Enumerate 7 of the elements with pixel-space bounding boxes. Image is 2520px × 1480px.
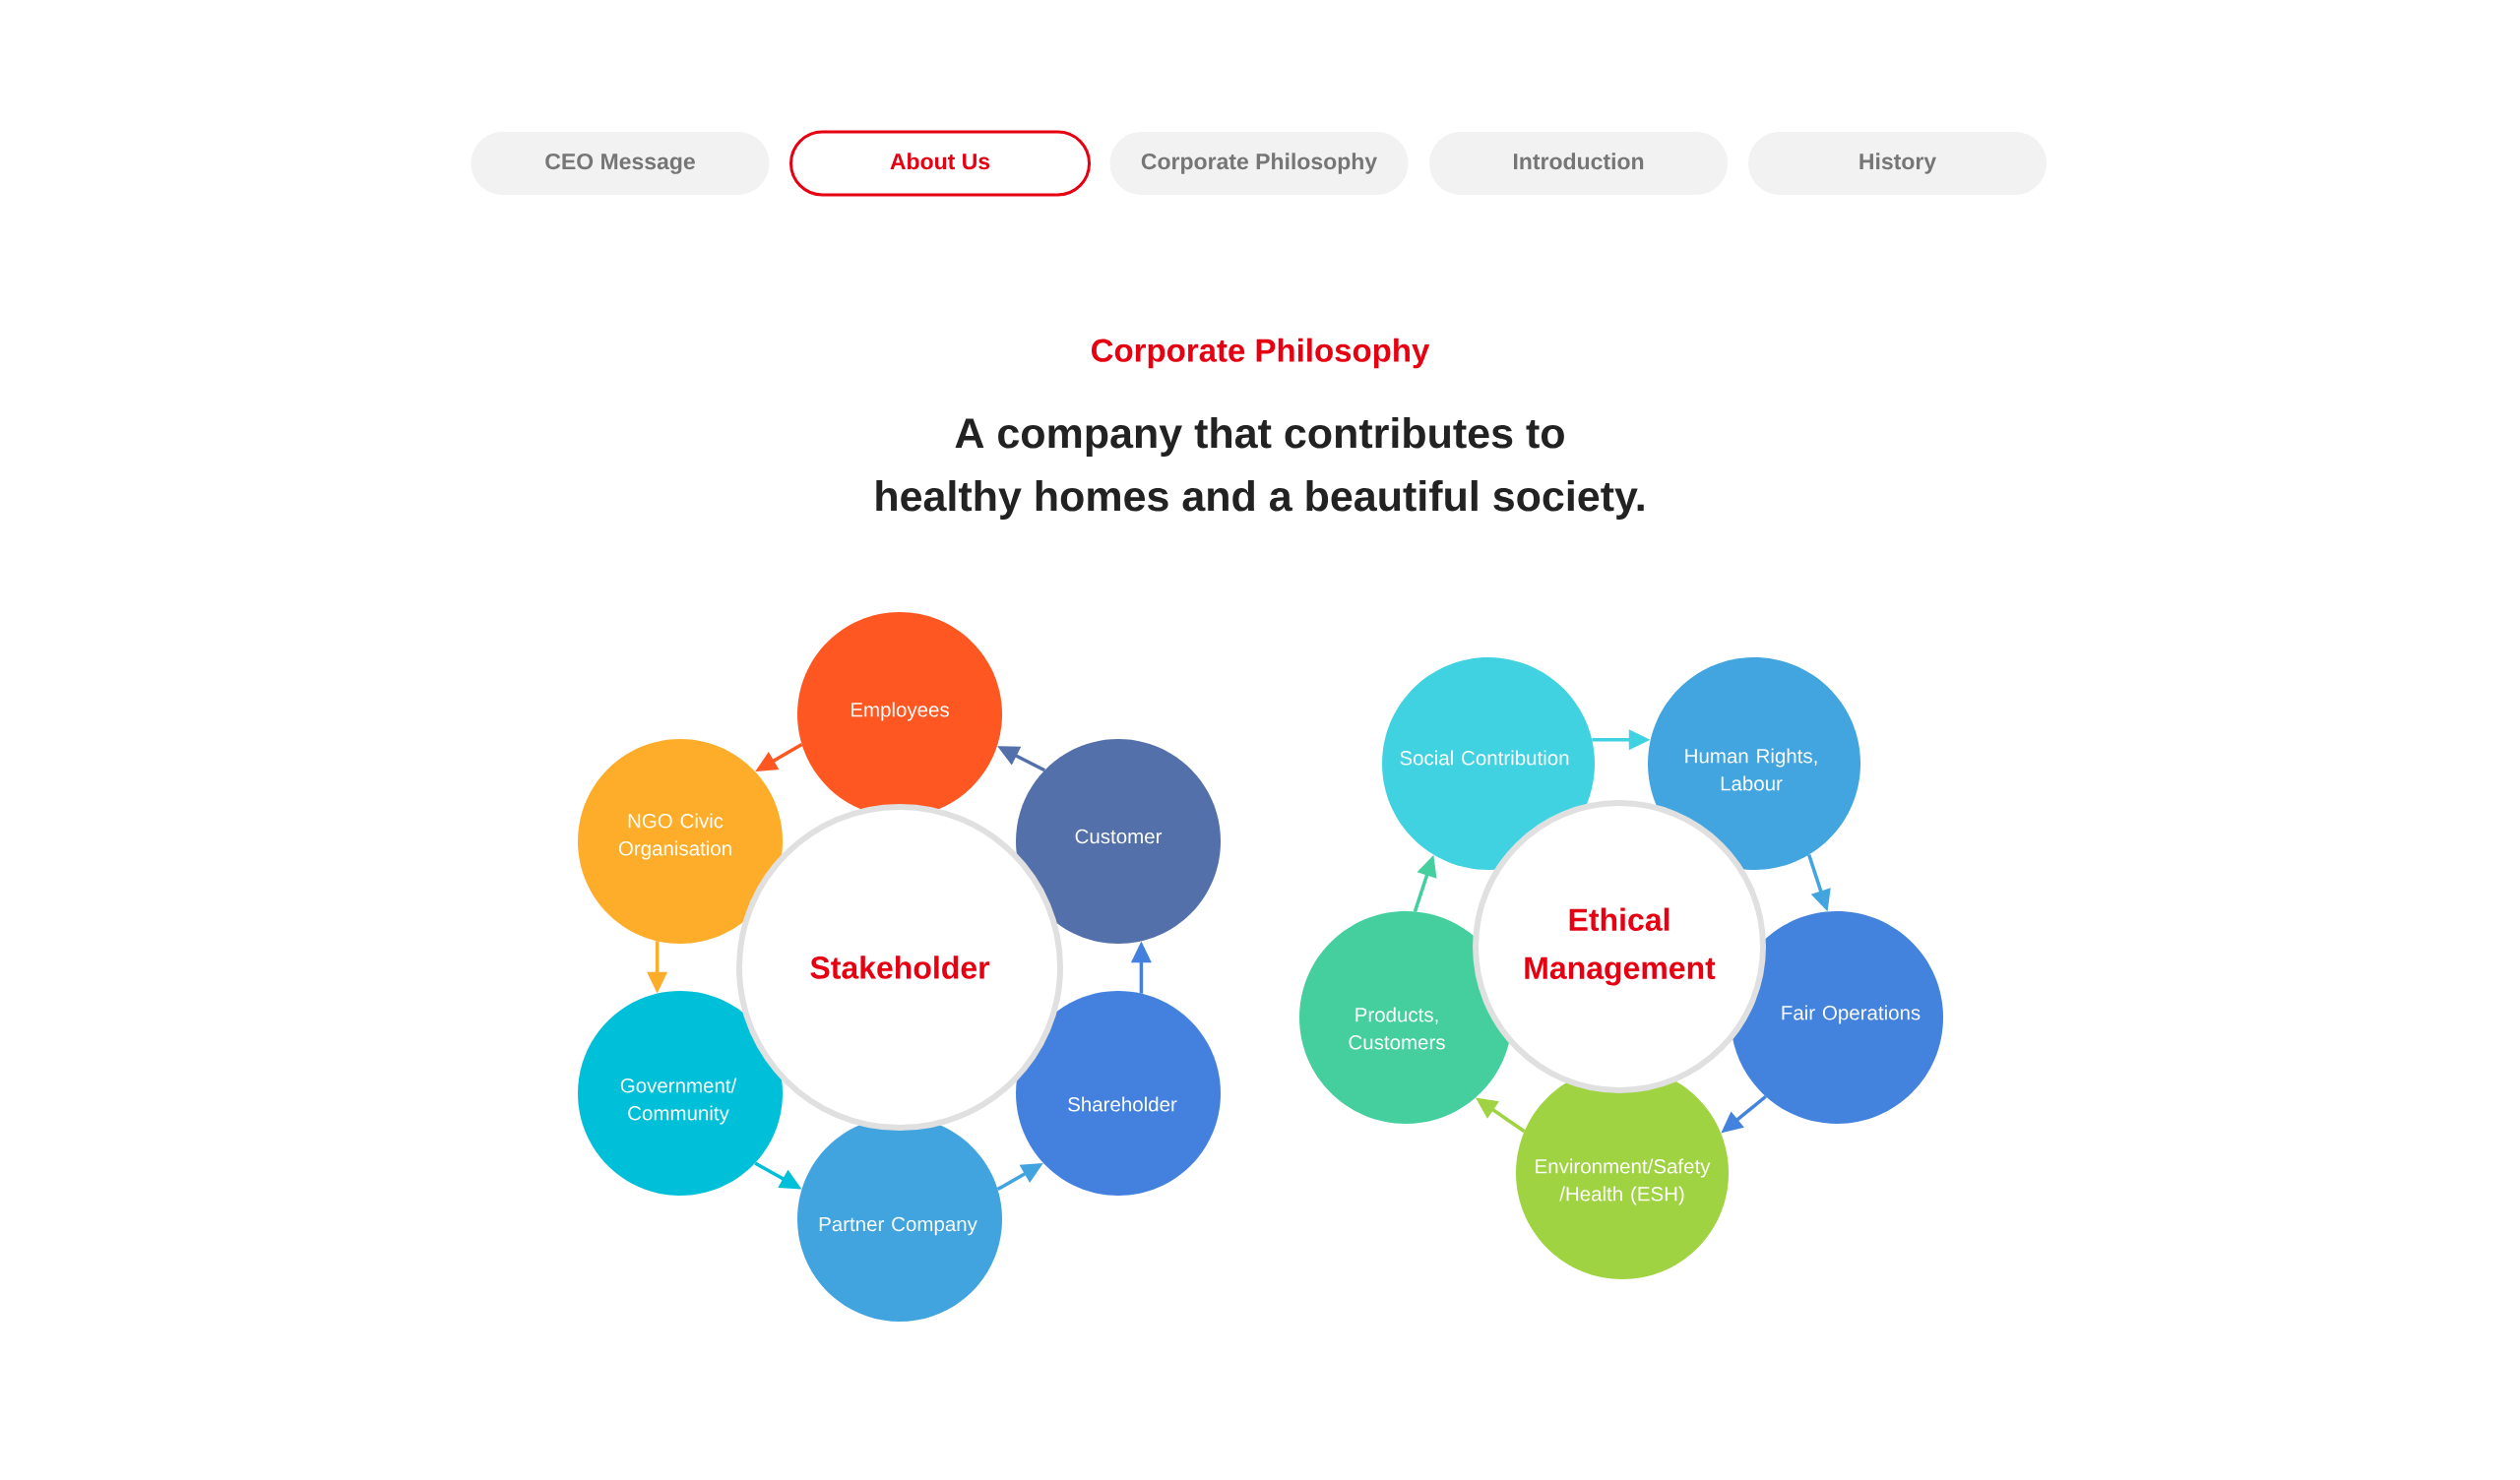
tab: History xyxy=(1748,132,2047,195)
headline: A company that contributes to healthy homes and a beautiful society. xyxy=(876,416,1644,521)
tab: CEO Message xyxy=(471,132,770,195)
tab: Introduction xyxy=(1429,132,1728,195)
tab: Corporate Philosophy xyxy=(1109,132,1409,195)
section-title: Corporate Philosophy xyxy=(1092,338,1430,369)
tab: About Us xyxy=(789,130,1091,197)
